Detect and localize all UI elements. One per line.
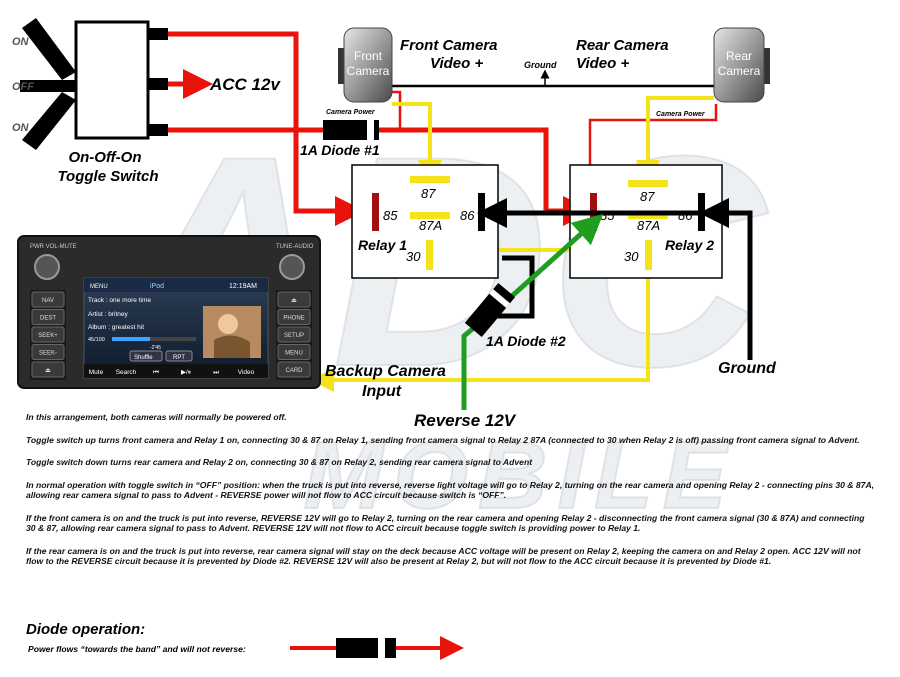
headunit-left-button-0-label: NAV xyxy=(42,298,54,304)
status-menu: MENU xyxy=(90,284,108,290)
svg-text:Rear: Rear xyxy=(726,49,752,63)
relay1-pin-30: 30 xyxy=(406,249,421,264)
explanation-notes: In this arrangement, both cameras will n… xyxy=(26,412,876,579)
progress-fill xyxy=(112,337,150,341)
svg-text:Camera: Camera xyxy=(347,64,390,78)
front-video-wire xyxy=(392,102,442,184)
relay2-pin-30: 30 xyxy=(624,249,639,264)
headunit-bottom-button-2[interactable]: ⏮ xyxy=(153,369,159,376)
relay1-pin-85: 85 xyxy=(383,208,398,223)
status-time: 12:19AM xyxy=(229,283,257,290)
headunit-left-button-1-label: DEST xyxy=(40,316,56,322)
headunit-bottom-button-5[interactable]: Video xyxy=(238,369,255,376)
volume-knob[interactable] xyxy=(34,254,60,280)
toggle-on-bottom-label: ON xyxy=(12,122,30,134)
ground-label: Ground xyxy=(718,360,777,377)
diode-operation-note: Power flows “towards the band” and will … xyxy=(28,644,246,654)
front-camera-video-label-2: Video + xyxy=(430,55,483,72)
rear-camera-video-label-2: Video + xyxy=(576,55,629,72)
watermark-bottom: MOBILE xyxy=(303,422,736,529)
diode-2 xyxy=(464,283,516,337)
diode-operation-title: Diode operation: xyxy=(26,621,146,638)
relay2-pin-87a: 87A xyxy=(637,218,660,233)
note-6: If the rear camera is on and the truck i… xyxy=(26,545,861,567)
camera-power-rear-label: Camera Power xyxy=(656,111,706,118)
headunit-bottom-button-1[interactable]: Search xyxy=(116,369,137,376)
headunit-top-right: TUNE-AUDIO xyxy=(276,244,314,250)
shuffle-button[interactable]: Shuffle xyxy=(134,355,153,361)
headunit-left-button-1[interactable] xyxy=(31,309,65,325)
status-source: iPod xyxy=(150,283,164,290)
svg-text:Camera: Camera xyxy=(718,64,761,78)
headunit-bottom-button-4[interactable]: ⏭ xyxy=(213,369,219,376)
headunit-right-button-3-label: MENU xyxy=(285,351,303,357)
headunit-right-button-4[interactable] xyxy=(277,361,311,378)
front-camera-video-label-1: Front Camera xyxy=(400,37,498,54)
toggle-caption-line1: On-Off-On xyxy=(68,149,141,166)
front-power-wire xyxy=(168,31,365,226)
toggle-on-top-label: ON xyxy=(12,36,30,48)
relay1-pin-87a: 87A xyxy=(419,218,442,233)
toggle-off-label: OFF xyxy=(12,81,34,93)
relay-1 xyxy=(351,164,499,279)
headunit-left-button-2[interactable] xyxy=(31,326,65,343)
headunit-left-button-0[interactable] xyxy=(31,291,65,308)
track-line: Track : one more time xyxy=(88,297,151,304)
headunit-right-button-4-label: CARD xyxy=(285,368,303,374)
rear-camera: Rear Camera xyxy=(713,27,770,103)
note-3: Toggle switch down turns rear camera and… xyxy=(26,457,533,467)
headunit-left-button-3[interactable] xyxy=(31,344,65,360)
headunit-right-button-1[interactable] xyxy=(277,309,311,325)
rear-video-wire xyxy=(636,96,714,184)
headunit-right-button-0-label: ⏏ xyxy=(291,298,297,304)
tune-knob[interactable] xyxy=(279,254,305,280)
rpt-button[interactable]: RPT xyxy=(173,355,185,361)
headunit-left-button-4-label: ⏏ xyxy=(45,368,51,374)
headunit-right-button-0[interactable] xyxy=(277,291,311,308)
headunit-right-button-2[interactable] xyxy=(277,326,311,343)
artist-line: Artist : britney xyxy=(88,311,128,318)
acc-label: ACC 12v xyxy=(209,75,281,94)
relay1-pin-87: 87 xyxy=(421,186,436,201)
album-line: Album : greatest hit xyxy=(88,324,144,331)
diode2-ground-wire xyxy=(490,255,535,319)
note-1: In this arrangement, both cameras will n… xyxy=(26,412,287,422)
relay1-name: Relay 1 xyxy=(358,237,407,253)
note-5: If the front camera is on and the truck … xyxy=(26,512,865,534)
headunit-right-button-3[interactable] xyxy=(277,344,311,360)
svg-text:Front: Front xyxy=(354,49,383,63)
toggle-switch xyxy=(20,18,168,150)
headunit-bottom-button-3[interactable]: ▶/⏸ xyxy=(181,369,191,376)
diode-1-label: 1A Diode #1 xyxy=(300,142,380,158)
headunit-left-button-4[interactable] xyxy=(31,361,65,378)
elapsed-label: -2'45 xyxy=(150,345,161,351)
headunit-left-button-3-label: SEEK- xyxy=(39,351,57,357)
reverse-label: Reverse 12V xyxy=(414,411,517,430)
rear-camera-video-label-1: Rear Camera xyxy=(576,37,669,54)
note-2: Toggle switch up turns front camera and … xyxy=(26,434,860,445)
headunit-left-button-2-label: SEEK+ xyxy=(38,333,58,339)
camera-ground-label: Ground xyxy=(524,60,557,70)
relay2-pin-87: 87 xyxy=(640,189,655,204)
front-camera: Front Camera xyxy=(338,27,393,103)
toggle-caption-line2: Toggle Switch xyxy=(57,168,158,185)
headunit-bottom-button-0[interactable]: Mute xyxy=(89,369,104,376)
backup-camera-label-1: Backup Camera xyxy=(325,363,446,380)
progress-label: 45/100 xyxy=(88,337,105,343)
relay1-pin-86: 86 xyxy=(460,208,475,223)
headunit-right-button-1-label: PHONE xyxy=(283,316,304,322)
advent-video-wire xyxy=(310,262,650,392)
backup-camera-label-2: Input xyxy=(362,383,402,400)
camera-power-front-label: Camera Power xyxy=(326,109,376,116)
diode-2-label: 1A Diode #2 xyxy=(486,333,566,349)
headunit-top-left: PWR VOL-MUTE xyxy=(30,244,77,250)
relay2-name: Relay 2 xyxy=(665,237,714,253)
headunit-right-button-2-label: SETUP xyxy=(284,333,304,339)
diode-1 xyxy=(323,120,379,140)
note-4: In normal operation with toggle switch i… xyxy=(26,479,875,501)
diode-operation-symbol xyxy=(290,636,464,660)
